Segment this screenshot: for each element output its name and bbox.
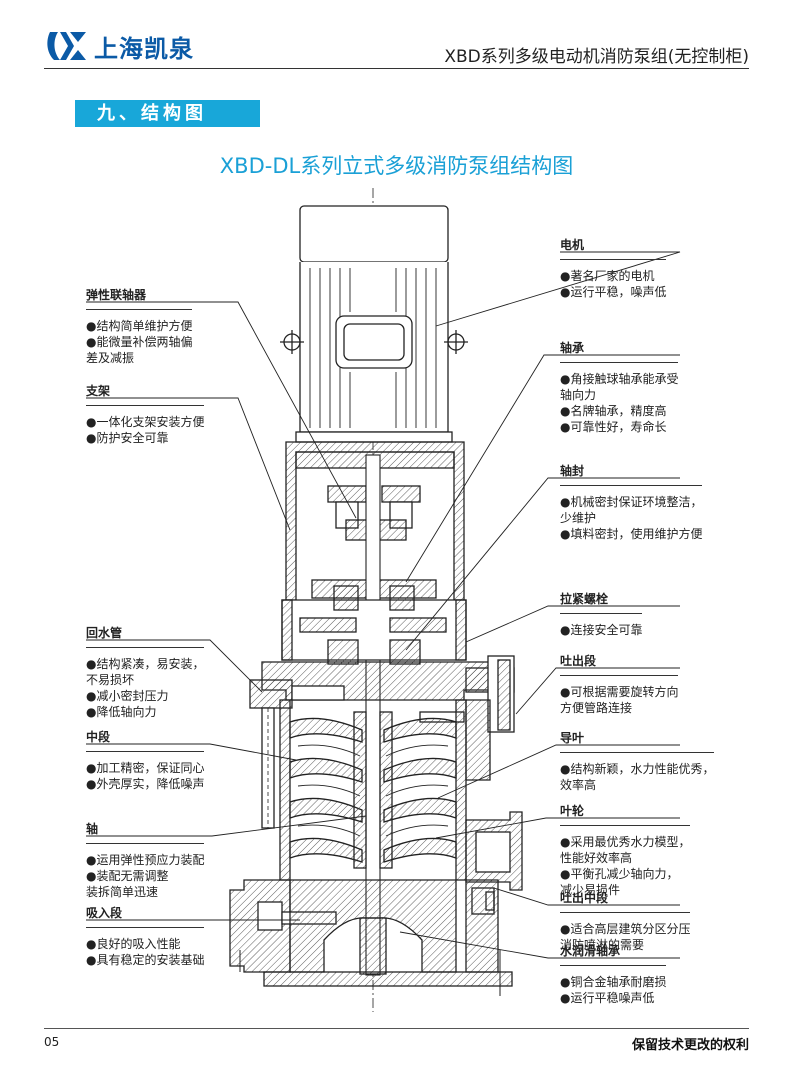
rights-notice: 保留技术更改的权利 (631, 1038, 749, 1053)
label-bearing: 轴承 ●角接触球轴承能承受 轴向力 ●名牌轴承，精度高 ●可靠性好，寿命长 (560, 340, 679, 435)
motor-drawing (280, 205, 468, 443)
page-number: 05 (44, 1035, 60, 1049)
label-discharge-middle-title: 吐出中段 (560, 891, 609, 905)
label-guide-vane-item: 效率高 (560, 778, 597, 792)
label-tie-bolt: 拉紧螺栓 ●连接安全可靠 (560, 591, 643, 638)
label-discharge-section-item: ●可根据需要旋转方向 (560, 685, 679, 699)
leader-lines (86, 251, 681, 959)
label-suction-section-item: ●具有稳定的安装基础 (86, 953, 205, 967)
discharge-middle-drawing (465, 811, 523, 915)
label-impeller-title: 叶轮 (560, 804, 585, 818)
label-impeller-item: ●平衡孔减少轴向力， (560, 867, 679, 881)
label-return-pipe-item: ●结构紧凑，易安装， (86, 657, 205, 671)
label-bearing-title: 轴承 (560, 341, 585, 355)
label-return-pipe-item: ●降低轴向力 (86, 705, 157, 719)
section-title: 九、结构图 (75, 100, 260, 127)
label-bearing-item: ●角接触球轴承能承受 (560, 372, 679, 386)
label-middle-section: 中段 ●加工精密，保证同心 ●外壳厚实，降低噪声 (86, 729, 205, 792)
label-coupling-item: ●结构简单维护方便 (86, 319, 193, 333)
label-water-bearing: 水润滑轴承 ●铜合金轴承耐磨损 ●运行平稳噪声低 (560, 943, 667, 1006)
stage-casing-drawing (279, 699, 467, 881)
label-impeller-item: ●采用最优秀水力模型， (560, 835, 691, 849)
label-suction-section-title: 吸入段 (86, 906, 123, 920)
brand-mark-icon (47, 32, 86, 60)
label-shaft-seal-title: 轴封 (560, 464, 585, 478)
label-return-pipe-item: 不易损坏 (86, 673, 135, 687)
diagram-title: XBD-DL系列立式多级消防泵组结构图 (219, 154, 574, 178)
brand-name: 上海凯泉 (94, 34, 194, 63)
label-bracket-item: ●防护安全可靠 (86, 431, 169, 445)
label-discharge-section-item: 方便管路连接 (560, 701, 633, 715)
label-coupling-item: 差及减振 (86, 351, 135, 365)
header-divider (44, 68, 749, 69)
bracket-drawing (285, 441, 465, 601)
label-motor-title: 电机 (560, 238, 585, 252)
label-return-pipe: 回水管 ●结构紧凑，易安装， 不易损坏 ●减小密封压力 ●降低轴向力 (86, 625, 205, 720)
label-shaft-title: 轴 (86, 822, 99, 836)
label-discharge-section: 吐出段 ●可根据需要旋转方向 方便管路连接 (560, 653, 679, 716)
brand-logo: 上海凯泉 (44, 28, 194, 64)
label-motor-item: ●运行平稳，噪声低 (560, 285, 667, 299)
label-shaft: 轴 ●运用弹性预应力装配 ●装配无需调整 装拆简单迅速 (86, 821, 205, 900)
footer-divider (44, 1028, 749, 1029)
label-tie-bolt-item: ●连接安全可靠 (560, 623, 643, 637)
label-bearing-item: 轴向力 (560, 388, 597, 402)
label-shaft-seal-item: ●机械密封保证环境整洁， (560, 495, 703, 509)
label-return-pipe-item: ●减小密封压力 (86, 689, 169, 703)
label-shaft-seal-item: ●填料密封，使用维护方便 (560, 527, 703, 541)
label-bracket: 支架 ●一体化支架安装方便 ●防护安全可靠 (86, 383, 205, 446)
label-coupling: 弹性联轴器 ●结构简单维护方便 ●能微量补偿两轴偏 差及减振 (86, 287, 193, 366)
label-discharge-middle: 吐出中段 ●适合高层建筑分区分压 消防喷淋的需要 (560, 890, 691, 953)
doc-title: XBD系列多级电动机消防泵组(无控制柜) (444, 47, 749, 67)
label-motor: 电机 ●著名厂家的电机 ●运行平稳，噪声低 (560, 237, 667, 300)
label-bearing-item: ●名牌轴承，精度高 (560, 404, 667, 418)
label-middle-section-item: ●外壳厚实，降低噪声 (86, 777, 205, 791)
suction-section-drawing (229, 879, 513, 996)
label-water-bearing-item: ●铜合金轴承耐磨损 (560, 975, 667, 989)
label-guide-vane: 导叶 ●结构新颖，水力性能优秀， 效率高 (560, 730, 715, 793)
label-coupling-item: ●能微量补偿两轴偏 (86, 335, 193, 349)
label-impeller-item: 性能好效率高 (560, 851, 633, 865)
label-bracket-item: ●一体化支架安装方便 (86, 415, 205, 429)
label-discharge-middle-item: 消防喷淋的需要 (560, 938, 645, 952)
label-suction-section-item: ●良好的吸入性能 (86, 937, 181, 951)
label-shaft-seal-item: 少维护 (560, 511, 597, 525)
return-pipe-drawing (249, 679, 345, 829)
label-guide-vane-title: 导叶 (560, 731, 585, 745)
label-middle-section-item: ●加工精密，保证同心 (86, 761, 205, 775)
label-middle-section-title: 中段 (86, 730, 111, 744)
label-bearing-item: ●可靠性好，寿命长 (560, 420, 667, 434)
label-impeller: 叶轮 ●采用最优秀水力模型， 性能好效率高 ●平衡孔减少轴向力， 减少易损件 (560, 803, 691, 898)
label-shaft-item: 装拆简单迅速 (86, 885, 159, 899)
label-guide-vane-item: ●结构新颖，水力性能优秀， (560, 762, 715, 776)
label-coupling-title: 弹性联轴器 (86, 288, 147, 302)
label-discharge-middle-item: ●适合高层建筑分区分压 (560, 922, 691, 936)
label-bracket-title: 支架 (86, 384, 111, 398)
label-water-bearing-item: ●运行平稳噪声低 (560, 991, 655, 1005)
label-shaft-item: ●运用弹性预应力装配 (86, 853, 205, 867)
label-suction-section: 吸入段 ●良好的吸入性能 ●具有稳定的安装基础 (86, 905, 205, 968)
seal-housing-drawing (281, 585, 467, 665)
label-shaft-item: ●装配无需调整 (86, 869, 169, 883)
label-discharge-section-title: 吐出段 (560, 654, 597, 668)
label-tie-bolt-title: 拉紧螺栓 (560, 592, 609, 606)
label-shaft-seal: 轴封 ●机械密封保证环境整洁， 少维护 ●填料密封，使用维护方便 (560, 463, 703, 542)
label-return-pipe-title: 回水管 (86, 626, 123, 640)
label-water-bearing-title: 水润滑轴承 (560, 944, 621, 958)
label-motor-item: ●著名厂家的电机 (560, 269, 655, 283)
label-impeller-item: 减少易损件 (560, 883, 621, 897)
